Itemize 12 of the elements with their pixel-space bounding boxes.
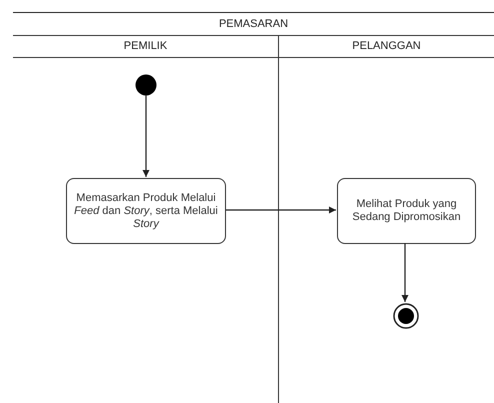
action-box [337, 178, 476, 244]
lane-title: PEMILIK [13, 36, 278, 58]
arrow [402, 243, 408, 302]
pool-title: PEMASARAN [13, 13, 494, 36]
action-text: Melihat Produk yang Sedang Dipromosikan [351, 197, 462, 225]
action-text: Memasarkan Produk Melalui Feed dan Story, serta Melalui Story [73, 190, 219, 232]
arrow [226, 206, 336, 214]
swimlane-lane [278, 36, 494, 403]
swimlane-pool [13, 12, 494, 403]
lane-title: PELANGGAN [279, 36, 494, 58]
arrow [142, 95, 150, 177]
action-box [66, 178, 226, 244]
